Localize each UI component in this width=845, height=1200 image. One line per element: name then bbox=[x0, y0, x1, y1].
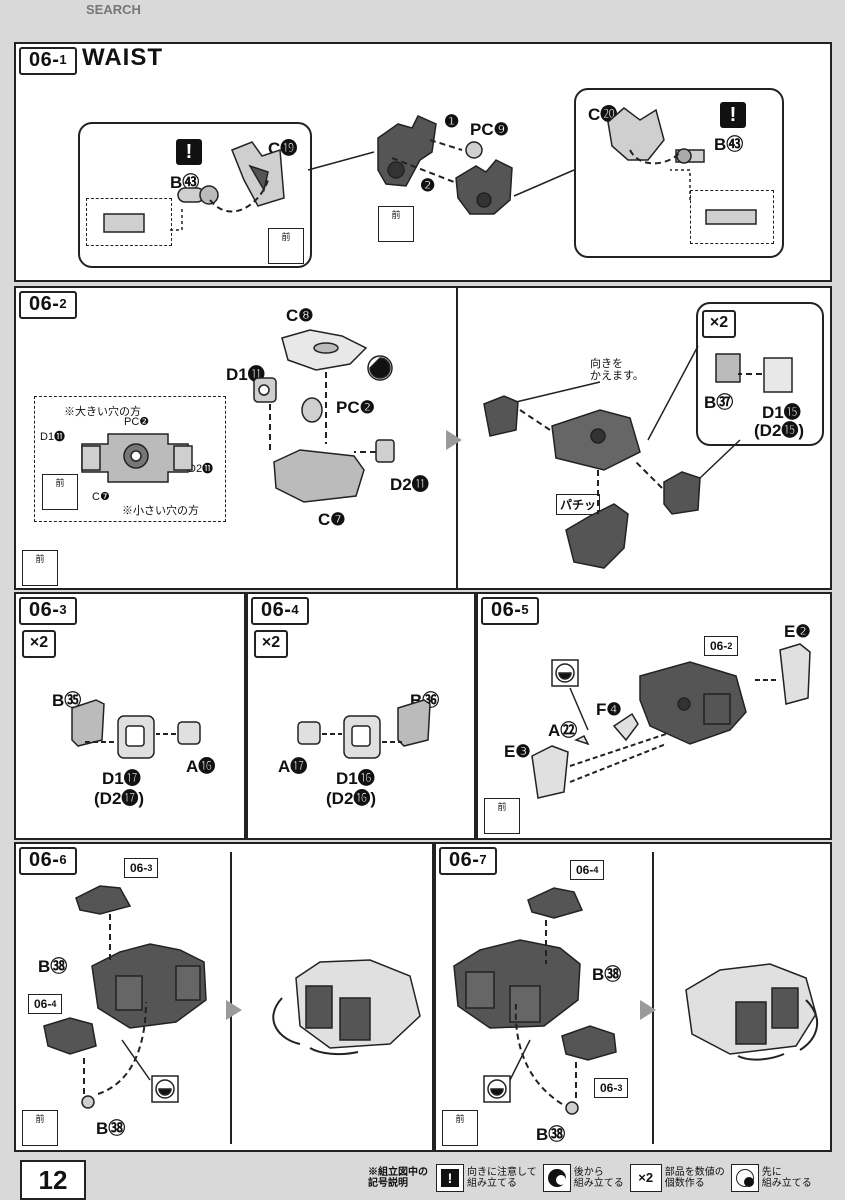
x2-icon: ×2 bbox=[629, 1164, 662, 1192]
step-number: 06-2 bbox=[19, 291, 78, 319]
x2-badge: ×2 bbox=[702, 310, 736, 338]
inset-label-d2: D2⓫ bbox=[188, 463, 214, 475]
step-number: 06-1 bbox=[19, 47, 78, 75]
label-d2-15: (D2⓯) bbox=[754, 421, 805, 440]
legend-item-warning: ! 向きに注意して 組み立てる bbox=[436, 1164, 537, 1192]
warning-icon: ! bbox=[176, 139, 202, 165]
front-direction-icon: 前 bbox=[22, 1110, 58, 1146]
panel-divider bbox=[230, 852, 232, 1144]
label-c7: C❼ bbox=[318, 510, 346, 529]
inset-label-d1: D1⓫ bbox=[40, 431, 66, 443]
label-a16: A⓰ bbox=[186, 757, 216, 776]
label-d1-15: D1⓯ bbox=[762, 403, 801, 422]
legend-item-x2: ×2 部品を数値の 個数作る bbox=[629, 1164, 725, 1192]
label-b38-bottom: B㊳ bbox=[536, 1125, 566, 1144]
label-b43-right: B㊸ bbox=[714, 135, 744, 154]
front-direction-icon: 前 bbox=[484, 798, 520, 834]
note-change-direction: 向きを かえます。 bbox=[590, 358, 644, 382]
ref-step-tag: 06-4 bbox=[570, 860, 605, 880]
legend-item-back: 後から 組み立てる bbox=[542, 1164, 624, 1192]
label-b35: B㉟ bbox=[52, 691, 82, 710]
step-number: 06-4 bbox=[251, 597, 310, 625]
header-watermark: SEARCH bbox=[4, 2, 141, 17]
label-b38-bottom: B㊳ bbox=[96, 1119, 126, 1138]
detail-box-left bbox=[86, 198, 172, 246]
ref-step-tag: 06-3 bbox=[594, 1078, 629, 1098]
front-direction-icon: 前 bbox=[378, 206, 414, 242]
label-d2-17: (D2⓱) bbox=[94, 789, 145, 808]
label-pc9: PC❾ bbox=[470, 120, 509, 139]
legend-text: 後から 組み立てる bbox=[573, 1167, 624, 1189]
label-d1-16: D1⓰ bbox=[336, 769, 375, 788]
step-number: 06-6 bbox=[19, 847, 78, 875]
label-step-one: ❶ bbox=[444, 112, 460, 131]
step-number: 06-5 bbox=[481, 597, 540, 625]
x2-badge: ×2 bbox=[254, 630, 288, 658]
step-number: 06-3 bbox=[19, 597, 78, 625]
snap-sound-label: パチッ bbox=[556, 494, 601, 515]
label-step-two: ❷ bbox=[420, 176, 436, 195]
ref-step-tag: 06-2 bbox=[704, 636, 739, 656]
warn-icon: ! bbox=[436, 1164, 464, 1192]
label-e3: E❸ bbox=[504, 742, 531, 761]
label-pc2: PC❷ bbox=[336, 398, 375, 417]
legend-text: 先に 組み立てる bbox=[761, 1167, 812, 1189]
legend-text: 部品を数値の 個数作る bbox=[664, 1167, 725, 1189]
label-d2-11: D2⓫ bbox=[390, 475, 429, 494]
label-c20: C⓴ bbox=[588, 105, 618, 124]
ref-step-tag: 06-3 bbox=[124, 858, 159, 878]
front-direction-icon: 前 bbox=[22, 550, 58, 586]
page-number: 12 bbox=[20, 1160, 86, 1200]
label-b38-top: B㊳ bbox=[592, 965, 622, 984]
ref-step-tag: 06-4 bbox=[28, 994, 63, 1014]
label-d2-16: (D2⓰) bbox=[326, 789, 377, 808]
label-a22: A㉒ bbox=[548, 721, 578, 740]
x2-icon-label: ×2 bbox=[638, 1170, 654, 1185]
front-direction-icon: 前 bbox=[268, 228, 304, 264]
label-b38-top: B㊳ bbox=[38, 957, 68, 976]
symbol-legend: ※組立図中の 記号説明 ! 向きに注意して 組み立てる 後から 組み立てる ×2… bbox=[368, 1160, 818, 1196]
label-e2: E❷ bbox=[784, 622, 811, 641]
legend-item-first: 先に 組み立てる bbox=[730, 1164, 812, 1192]
note-large-hole: ※大きい穴の方 bbox=[64, 406, 141, 418]
front-direction-icon: 前 bbox=[42, 474, 78, 510]
note-small-hole: ※小さい穴の方 bbox=[122, 505, 199, 517]
warning-icon: ! bbox=[720, 102, 746, 128]
inset-label-pc2: PC❷ bbox=[124, 416, 150, 428]
back-icon bbox=[542, 1164, 571, 1192]
panel-divider bbox=[652, 852, 654, 1144]
label-f4: F❹ bbox=[596, 700, 622, 719]
label-d1-17: D1⓱ bbox=[102, 769, 141, 788]
front-direction-icon: 前 bbox=[442, 1110, 478, 1146]
step-number: 06-7 bbox=[439, 847, 498, 875]
watermark-text: SEARCH bbox=[86, 2, 141, 17]
label-c8: C❽ bbox=[286, 306, 314, 325]
label-a17: A⓱ bbox=[278, 757, 308, 776]
step-title: WAIST bbox=[82, 44, 163, 71]
label-b37: B㊲ bbox=[704, 393, 734, 412]
legend-title: ※組立図中の 記号説明 bbox=[368, 1167, 428, 1189]
first-icon bbox=[730, 1164, 759, 1192]
inset-label-c7: C❼ bbox=[92, 491, 110, 503]
x2-badge: ×2 bbox=[22, 630, 56, 658]
legend-text: 向きに注意して 組み立てる bbox=[467, 1167, 537, 1189]
